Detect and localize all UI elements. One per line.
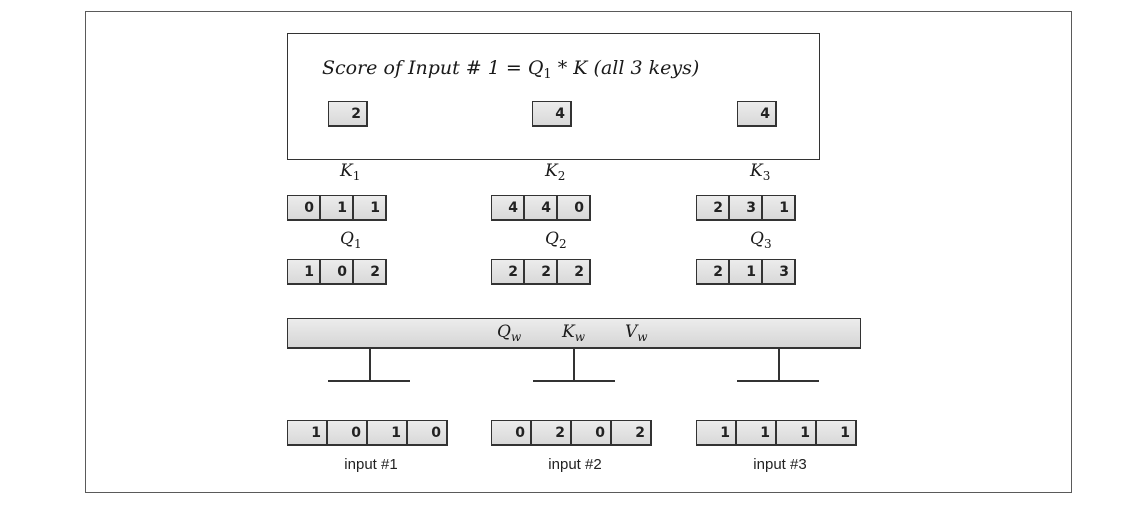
- key-3-cell: 2: [696, 195, 730, 221]
- query-label-3: Q3: [750, 229, 772, 251]
- input-3-cell: 1: [816, 420, 857, 446]
- query-vector-2: 2 2 2: [491, 259, 591, 285]
- key-label-1: K1: [340, 161, 361, 183]
- query-1-cell: 1: [287, 259, 321, 285]
- score-box: [287, 33, 820, 160]
- input-label-2: input #2: [548, 456, 602, 473]
- weight-label-k: Kw: [562, 322, 585, 344]
- query-3-cell: 2: [696, 259, 730, 285]
- score-value-2: 4: [532, 101, 572, 127]
- input-2-cell: 2: [531, 420, 572, 446]
- score-formula: Score of Input # 1 = Q1 * K (all 3 keys): [322, 57, 699, 82]
- input-3-cell: 1: [696, 420, 737, 446]
- score-suffix: K (all 3 keys): [573, 57, 700, 79]
- connector-stem-2: [573, 349, 575, 380]
- weight-label-q: Qw: [497, 322, 522, 344]
- key-label-3: K3: [750, 161, 771, 183]
- query-vector-1: 1 0 2: [287, 259, 387, 285]
- connector-base-2: [533, 380, 615, 382]
- query-label-1: Q1: [340, 229, 362, 251]
- input-1-cell: 0: [327, 420, 368, 446]
- connector-stem-3: [778, 349, 780, 380]
- key-vector-2: 4 4 0: [491, 195, 591, 221]
- key-vector-3: 2 3 1: [696, 195, 796, 221]
- query-vector-3: 2 1 3: [696, 259, 796, 285]
- score-op: *: [551, 57, 574, 79]
- input-1-cell: 1: [287, 420, 328, 446]
- key-2-cell: 4: [491, 195, 525, 221]
- query-1-cell: 0: [320, 259, 354, 285]
- input-vector-3: 1 1 1 1: [696, 420, 857, 446]
- input-3-cell: 1: [736, 420, 777, 446]
- query-2-cell: 2: [524, 259, 558, 285]
- weight-matrices-bar: [287, 318, 861, 349]
- connector-base-1: [328, 380, 410, 382]
- input-2-cell: 0: [571, 420, 612, 446]
- score-prefix: Score of Input # 1 =: [322, 57, 528, 79]
- key-3-cell: 1: [762, 195, 796, 221]
- input-label-3: input #3: [753, 456, 807, 473]
- connector-base-3: [737, 380, 819, 382]
- query-1-cell: 2: [353, 259, 387, 285]
- score-value-1: 2: [328, 101, 368, 127]
- input-vector-1: 1 0 1 0: [287, 420, 448, 446]
- key-1-cell: 1: [320, 195, 354, 221]
- connector-stem-1: [369, 349, 371, 380]
- input-1-cell: 0: [407, 420, 448, 446]
- key-2-cell: 4: [524, 195, 558, 221]
- input-label-1: input #1: [344, 456, 398, 473]
- score-q-sub: 1: [543, 67, 552, 82]
- weight-label-v: Vw: [625, 322, 648, 344]
- key-label-2: K2: [545, 161, 566, 183]
- query-2-cell: 2: [557, 259, 591, 285]
- input-2-cell: 2: [611, 420, 652, 446]
- key-vector-1: 0 1 1: [287, 195, 387, 221]
- key-3-cell: 3: [729, 195, 763, 221]
- input-1-cell: 1: [367, 420, 408, 446]
- query-3-cell: 1: [729, 259, 763, 285]
- key-1-cell: 0: [287, 195, 321, 221]
- score-value-3: 4: [737, 101, 777, 127]
- score-q: Q: [527, 57, 544, 79]
- query-2-cell: 2: [491, 259, 525, 285]
- input-3-cell: 1: [776, 420, 817, 446]
- query-3-cell: 3: [762, 259, 796, 285]
- key-2-cell: 0: [557, 195, 591, 221]
- key-1-cell: 1: [353, 195, 387, 221]
- input-2-cell: 0: [491, 420, 532, 446]
- input-vector-2: 0 2 0 2: [491, 420, 652, 446]
- query-label-2: Q2: [545, 229, 567, 251]
